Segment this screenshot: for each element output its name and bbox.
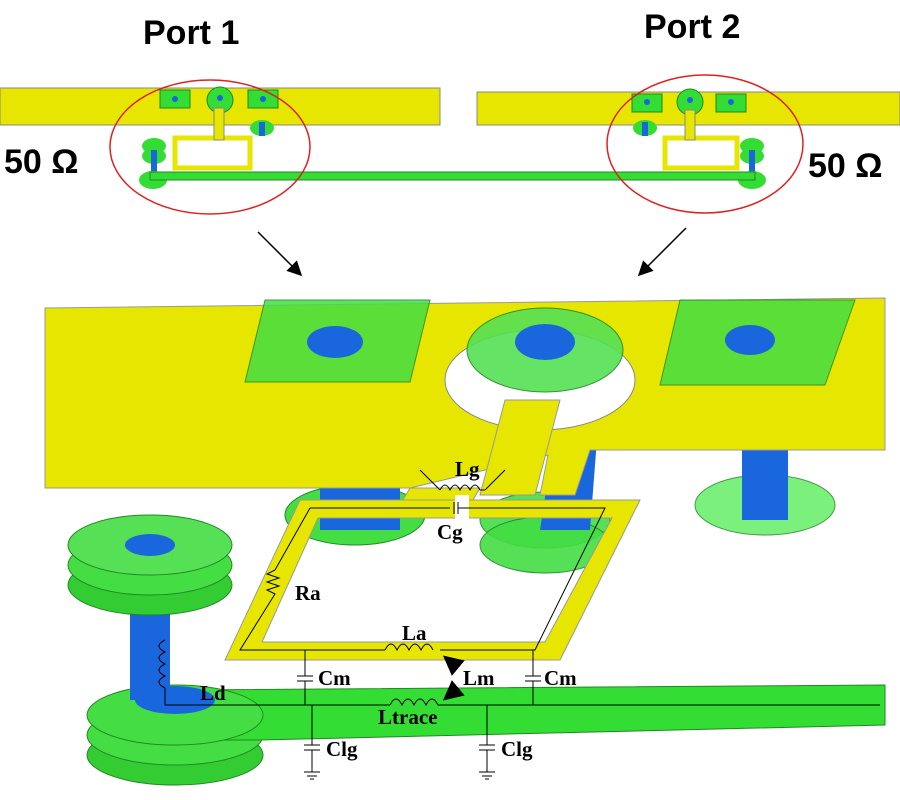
- resistor-ra: [239, 507, 385, 651]
- inductor-ld: [158, 639, 390, 706]
- inductor-ltrace: [389, 698, 880, 707]
- label-lg: Lg: [455, 457, 480, 481]
- loop-ring: [224, 499, 641, 661]
- inductor-lg: [439, 484, 485, 492]
- zoom-arrow-right: [637, 227, 687, 277]
- top-overview: Port 1 Port 2: [0, 8, 900, 277]
- label-ra: Ra: [295, 581, 321, 605]
- capacitor-clg-right: [479, 705, 495, 780]
- port1-highlight-circle: [109, 79, 311, 215]
- label-ltrace: Ltrace: [378, 705, 437, 729]
- inductor-la: [384, 643, 434, 652]
- label-clg-right: Clg: [501, 737, 533, 761]
- label-lm: Lm: [463, 666, 495, 690]
- detail-view: Lg Cg Ra La Lm Cm Cm Ld Ltrace Clg Clg: [44, 297, 886, 786]
- zoom-arrow-left: [257, 231, 303, 277]
- right-impedance-label: 50 Ω: [808, 147, 883, 185]
- port2-structure: [631, 88, 766, 189]
- ground-trace: [149, 171, 756, 181]
- label-clg-left: Clg: [326, 737, 358, 761]
- port2-label: Port 2: [644, 8, 740, 46]
- port2-highlight-circle: [606, 74, 804, 214]
- label-cm-left: Cm: [318, 666, 351, 690]
- feed-stem: [479, 399, 561, 496]
- label-ld: Ld: [200, 681, 226, 705]
- label-cg: Cg: [437, 520, 463, 544]
- left-impedance-label: 50 Ω: [4, 143, 79, 181]
- equivalent-circuit: [158, 469, 880, 780]
- label-la: La: [402, 621, 427, 645]
- port1-label: Port 1: [143, 14, 239, 52]
- capacitor-clg-left: [304, 705, 320, 780]
- label-cm-right: Cm: [544, 666, 577, 690]
